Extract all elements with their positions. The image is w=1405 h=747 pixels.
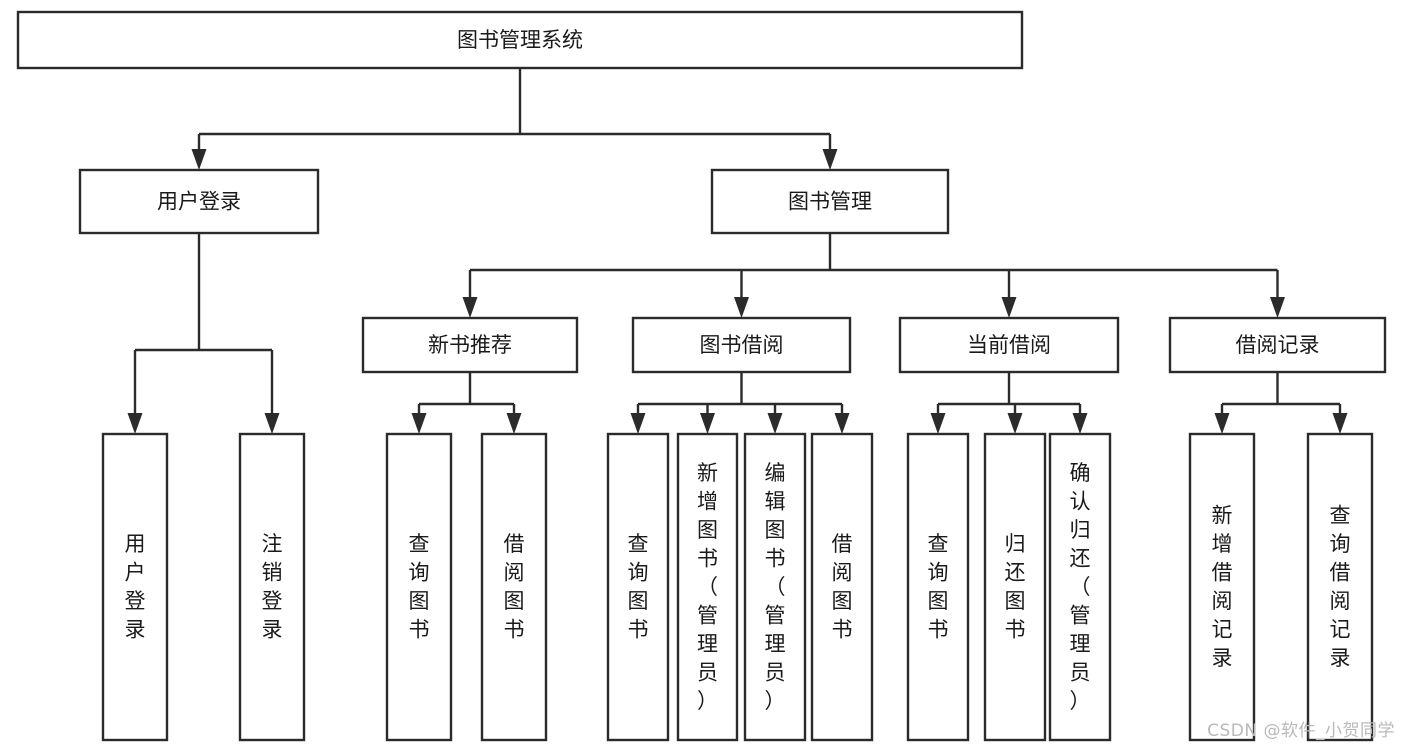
node-borrow-record[interactable]: 借阅记录: [1168, 316, 1387, 374]
arrow-head: [462, 297, 478, 318]
node-user-login[interactable]: 用户登录: [78, 168, 320, 235]
node-box-leaf-borrow-book: [810, 432, 874, 742]
arrow-head: [1270, 297, 1285, 318]
node-box-root: [16, 10, 1024, 70]
node-box-leaf-query-book-borrow: [606, 432, 670, 742]
arrow-head: [734, 297, 749, 318]
arrow-head: [1072, 413, 1088, 434]
node-box-leaf-return-book: [983, 432, 1047, 742]
node-label-leaf-logout: 注销登录: [262, 532, 283, 642]
node-label-leaf-borrow-book: 借阅图书: [832, 532, 853, 642]
node-book-borrow[interactable]: 图书借阅: [631, 316, 852, 374]
arrow-head: [191, 149, 207, 170]
node-label-book-borrow: 图书借阅: [700, 333, 784, 357]
node-leaf-borrow-book-new[interactable]: 借阅图书: [480, 432, 548, 742]
node-leaf-logout[interactable]: 注销登录: [238, 432, 306, 742]
node-layer: 图书管理系统用户登录图书管理新书推荐图书借阅当前借阅借阅记录用户登录注销登录查询…: [16, 10, 1387, 742]
node-box-leaf-edit-book-admin: [743, 432, 807, 742]
node-box-new-book-recommend: [361, 316, 579, 374]
connector-layer: [127, 68, 1348, 434]
node-box-leaf-confirm-return-admin: [1048, 432, 1112, 742]
node-leaf-return-book[interactable]: 归还图书: [983, 432, 1047, 742]
node-book-manage[interactable]: 图书管理: [710, 168, 950, 235]
connector-group-current-borrow: [930, 372, 1088, 434]
node-box-current-borrow: [898, 316, 1120, 374]
node-leaf-borrow-book[interactable]: 借阅图书: [810, 432, 874, 742]
node-box-book-borrow: [631, 316, 852, 374]
node-label-borrow-record: 借阅记录: [1236, 333, 1320, 357]
node-new-book-recommend[interactable]: 新书推荐: [361, 316, 579, 374]
node-label-leaf-query-book-borrow: 查询图书: [628, 532, 649, 642]
arrow-head: [700, 413, 715, 434]
arrow-head: [506, 413, 522, 434]
node-leaf-add-borrow-record[interactable]: 新增借阅记录: [1188, 432, 1256, 742]
arrow-head: [1214, 413, 1230, 434]
node-label-leaf-query-borrow-record: 查询借阅记录: [1330, 504, 1351, 671]
node-leaf-user-login[interactable]: 用户登录: [101, 432, 169, 742]
node-label-leaf-add-book-admin: 新增图书（管理员）: [697, 461, 718, 713]
node-leaf-query-book-new[interactable]: 查询图书: [385, 432, 453, 742]
node-box-leaf-add-book-admin: [676, 432, 739, 742]
node-leaf-query-borrow-record[interactable]: 查询借阅记录: [1306, 432, 1374, 742]
node-label-user-login: 用户登录: [157, 190, 241, 214]
connector-group-root: [191, 68, 838, 170]
node-leaf-edit-book-admin[interactable]: 编辑图书（管理员）: [743, 432, 807, 742]
node-label-leaf-user-login: 用户登录: [125, 532, 146, 642]
arrow-head: [1001, 297, 1017, 318]
node-box-borrow-record: [1168, 316, 1387, 374]
connector-group-user-login: [127, 233, 280, 434]
node-label-book-manage: 图书管理: [788, 190, 872, 214]
csdn-watermark: CSDN @软件_小贺同学: [1207, 721, 1395, 741]
node-label-leaf-query-book-current: 查询图书: [928, 532, 949, 642]
node-label-root: 图书管理系统: [457, 28, 583, 52]
node-label-new-book-recommend: 新书推荐: [428, 333, 512, 357]
node-current-borrow[interactable]: 当前借阅: [898, 316, 1120, 374]
node-box-book-manage: [710, 168, 950, 235]
node-box-user-login: [78, 168, 320, 235]
arrow-head: [930, 413, 946, 434]
node-label-leaf-confirm-return-admin: 确认归还（管理员）: [1070, 461, 1091, 713]
node-label-current-borrow: 当前借阅: [967, 333, 1051, 357]
connector-group-borrow-record: [1214, 372, 1348, 434]
node-label-leaf-query-book-new: 查询图书: [409, 532, 430, 642]
node-label-leaf-borrow-book-new: 借阅图书: [504, 532, 525, 642]
node-box-leaf-query-borrow-record: [1306, 432, 1374, 742]
node-label-leaf-add-borrow-record: 新增借阅记录: [1212, 504, 1233, 671]
arrow-head: [264, 413, 280, 434]
connector-group-new-book-recommend: [411, 372, 522, 434]
arrow-head: [630, 413, 646, 434]
node-box-leaf-add-borrow-record: [1188, 432, 1256, 742]
node-leaf-confirm-return-admin[interactable]: 确认归还（管理员）: [1048, 432, 1112, 742]
node-box-leaf-logout: [238, 432, 306, 742]
arrow-head: [1007, 413, 1023, 434]
node-label-leaf-return-book: 归还图书: [1005, 532, 1026, 642]
arrow-head: [127, 413, 143, 434]
arrow-head: [767, 413, 783, 434]
connector-group-book-manage: [462, 233, 1285, 318]
node-box-leaf-user-login: [101, 432, 169, 742]
connector-group-book-borrow: [630, 372, 850, 434]
node-box-leaf-query-book-new: [385, 432, 453, 742]
arrow-head: [1332, 413, 1348, 434]
arrow-head: [411, 413, 427, 434]
node-root[interactable]: 图书管理系统: [16, 10, 1024, 70]
arrow-head: [822, 149, 838, 170]
node-leaf-query-book-borrow[interactable]: 查询图书: [606, 432, 670, 742]
arrow-head: [834, 413, 850, 434]
node-label-leaf-edit-book-admin: 编辑图书（管理员）: [765, 461, 786, 713]
node-box-leaf-borrow-book-new: [480, 432, 548, 742]
node-leaf-query-book-current[interactable]: 查询图书: [906, 432, 970, 742]
node-box-leaf-query-book-current: [906, 432, 970, 742]
node-leaf-add-book-admin[interactable]: 新增图书（管理员）: [676, 432, 739, 742]
